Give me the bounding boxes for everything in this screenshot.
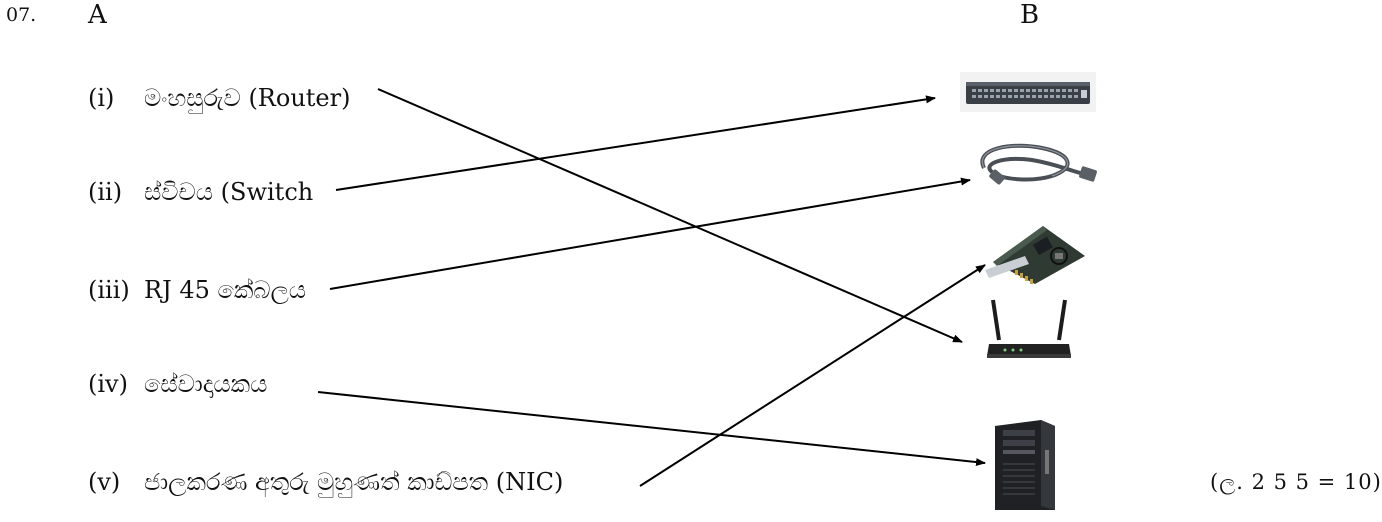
- item-text: සේවාදායකය: [144, 370, 268, 398]
- column-b-heading: B: [1020, 0, 1040, 30]
- column-a-heading: A: [88, 0, 107, 30]
- match-line-server: [317, 391, 986, 467]
- item-iii: (iii) RJ 45 කේබලය: [88, 276, 306, 304]
- matching-lines: [317, 88, 986, 487]
- item-iv: (iv) සේවාදායකය: [88, 370, 267, 398]
- question-number: 07.: [6, 4, 37, 26]
- item-v: (v) ජාලකරණ අතුරු මුහුණත් කාඩ්පත (NIC): [88, 468, 563, 496]
- network-switch-icon: [960, 72, 1096, 112]
- item-roman: (iii): [88, 276, 130, 304]
- item-i: (i) මංහසුරුව (Router): [88, 84, 350, 112]
- item-text: ස්විචය (Switch: [144, 178, 314, 206]
- tower-server-icon: [995, 420, 1055, 510]
- item-text: RJ 45 කේබලය: [144, 276, 307, 304]
- match-line-router: [377, 88, 963, 343]
- item-text: මංහසුරුව (Router): [144, 84, 351, 112]
- item-ii: (ii) ස්විචය (Switch: [88, 178, 313, 206]
- item-roman: (i): [88, 84, 115, 112]
- item-roman: (v): [88, 468, 121, 496]
- marks-allocation: (ල. 2 5 5 = 10): [1210, 470, 1382, 494]
- item-text: ජාලකරණ අතුරු මුහුණත් කාඩ්පත (NIC): [144, 468, 564, 496]
- wireless-router-icon: [987, 299, 1071, 358]
- match-line-rj45-cable: [329, 177, 971, 290]
- match-line-switch: [335, 95, 936, 191]
- rj45-cable-icon: [980, 143, 1097, 185]
- match-line-nic: [639, 264, 986, 487]
- network-interface-card-icon: [985, 226, 1085, 284]
- item-roman: (ii): [88, 178, 123, 206]
- item-roman: (iv): [88, 370, 128, 398]
